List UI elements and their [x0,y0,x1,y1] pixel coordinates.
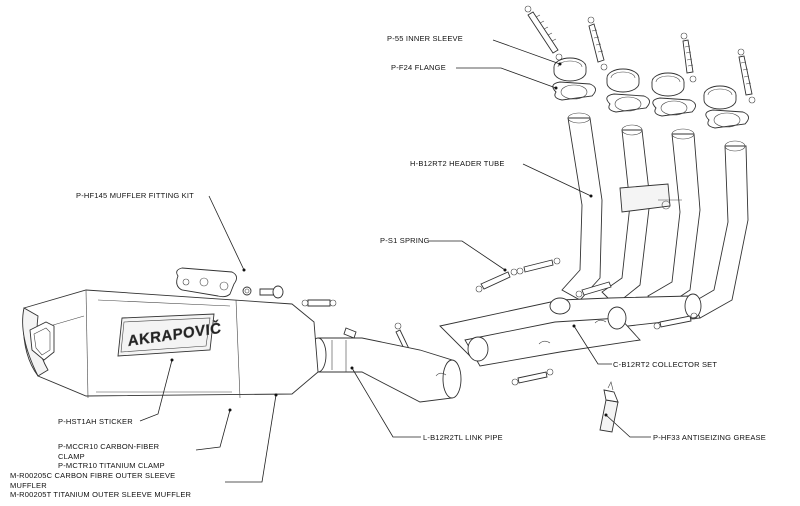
label-clamp-carbon: P-MCCR10 CARBON-FIBER [58,442,160,451]
label-sticker: P-HST1AH STICKER [58,417,133,426]
label-muffler-fitting-kit: P-HF145 MUFFLER FITTING KIT [76,191,194,200]
label-link-pipe: L-B12R2TL LINK PIPE [423,433,503,442]
akrapovic-logo: AKRAPOVIČ [117,313,222,357]
label-clamp-group: P-MCCR10 CARBON-FIBER CLAMP P-MCTR10 TIT… [58,442,165,471]
label-antiseizing-grease: P-HF33 ANTISEIZING GREASE [653,433,766,442]
header-tubes [561,112,749,319]
inner-sleeves-and-flanges [552,57,749,129]
spring-top-3 [680,32,697,83]
spring-top-1 [524,5,563,61]
label-collector-set: C-B12RT2 COLLECTOR SET [613,360,718,369]
collector-springs [394,257,698,386]
label-clamp-titanium: P-MCTR10 TITANIUM CLAMP [58,461,165,470]
label-sleeve-carbon: M-R00205C CARBON FIBRE OUTER SLEEVE [10,471,176,480]
muffler-fitting-kit [176,267,284,299]
label-outer-sleeve-group: M-R00205C CARBON FIBRE OUTER SLEEVE MUFF… [10,471,191,500]
label-inner-sleeve: P-55 INNER SLEEVE [387,34,463,43]
antiseizing-grease-tube [599,381,619,433]
spring-top-4 [737,48,756,104]
leader-lines [139,39,651,483]
label-header-tube: H-B12RT2 HEADER TUBE [410,159,505,168]
label-sleeve-carbon-cont: MUFFLER [10,480,47,490]
label-flange: P-F24 FLANGE [391,63,446,72]
label-spring: P-S1 SPRING [380,236,430,245]
label-clamp-carbon-cont: CLAMP [58,451,85,461]
collector-set [394,257,702,386]
muffler: AKRAPOVIČ [22,289,319,399]
spring-top-2 [587,16,608,71]
top-springs [524,5,756,104]
label-sleeve-titanium: M-R00205T TITANIUM OUTER SLEEVE MUFFLER [10,490,192,499]
